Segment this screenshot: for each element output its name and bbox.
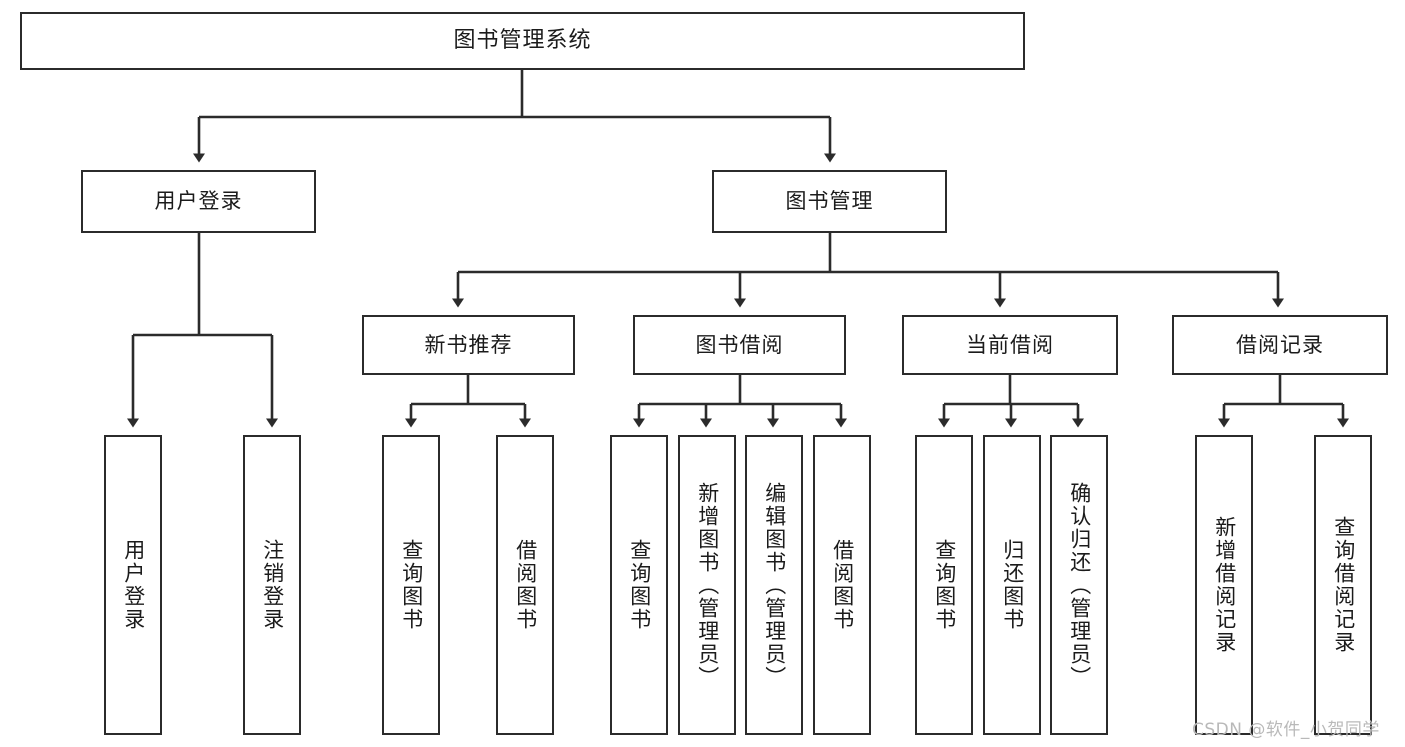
node-leaf-query-book-recommend[interactable]: 查询图书 xyxy=(382,435,440,735)
node-user-login[interactable]: 用户登录 xyxy=(81,170,316,233)
node-borrow-record[interactable]: 借阅记录 xyxy=(1172,315,1388,375)
node-label: 查询借阅记录 xyxy=(1331,516,1356,654)
node-leaf-edit-book[interactable]: 编辑图书（管理员） xyxy=(745,435,803,735)
node-leaf-borrow-book[interactable]: 借阅图书 xyxy=(813,435,871,735)
node-label: 用户登录 xyxy=(121,539,146,631)
node-label: 注销登录 xyxy=(260,539,285,631)
node-label: 新书推荐 xyxy=(424,332,513,357)
node-label: 借阅图书 xyxy=(830,539,855,631)
node-leaf-logout-login[interactable]: 注销登录 xyxy=(243,435,301,735)
node-label: 借阅图书 xyxy=(513,539,538,631)
node-label: 归还图书 xyxy=(1000,539,1025,631)
node-label: 新增借阅记录 xyxy=(1212,516,1237,654)
node-book-borrow[interactable]: 图书借阅 xyxy=(633,315,846,375)
node-leaf-query-book-current[interactable]: 查询图书 xyxy=(915,435,973,735)
node-leaf-borrow-book-recommend[interactable]: 借阅图书 xyxy=(496,435,554,735)
node-label: 编辑图书（管理员） xyxy=(762,481,787,689)
node-new-book-recommend[interactable]: 新书推荐 xyxy=(362,315,575,375)
node-label: 查询图书 xyxy=(627,539,652,631)
node-label: 查询图书 xyxy=(399,539,424,631)
node-label: 图书管理 xyxy=(785,189,874,214)
node-leaf-query-borrow-record[interactable]: 查询借阅记录 xyxy=(1314,435,1372,735)
node-current-borrow[interactable]: 当前借阅 xyxy=(902,315,1118,375)
node-label: 当前借阅 xyxy=(966,332,1054,357)
node-label: 用户登录 xyxy=(154,189,243,214)
node-label: 图书管理系统 xyxy=(453,28,592,54)
node-label: 借阅记录 xyxy=(1236,332,1324,357)
node-leaf-query-book-borrow[interactable]: 查询图书 xyxy=(610,435,668,735)
node-leaf-user-login[interactable]: 用户登录 xyxy=(104,435,162,735)
node-book-management[interactable]: 图书管理 xyxy=(712,170,947,233)
node-leaf-confirm-return[interactable]: 确认归还（管理员） xyxy=(1050,435,1108,735)
node-label: 确认归还（管理员） xyxy=(1067,481,1092,689)
node-leaf-add-borrow-record[interactable]: 新增借阅记录 xyxy=(1195,435,1253,735)
node-leaf-add-book[interactable]: 新增图书（管理员） xyxy=(678,435,736,735)
watermark-text: CSDN @软件_小贺同学 xyxy=(1192,720,1380,740)
node-book-management-system[interactable]: 图书管理系统 xyxy=(20,12,1025,70)
node-leaf-return-book[interactable]: 归还图书 xyxy=(983,435,1041,735)
node-label: 新增图书（管理员） xyxy=(695,481,720,689)
node-label: 查询图书 xyxy=(932,539,957,631)
node-label: 图书借阅 xyxy=(695,332,784,357)
